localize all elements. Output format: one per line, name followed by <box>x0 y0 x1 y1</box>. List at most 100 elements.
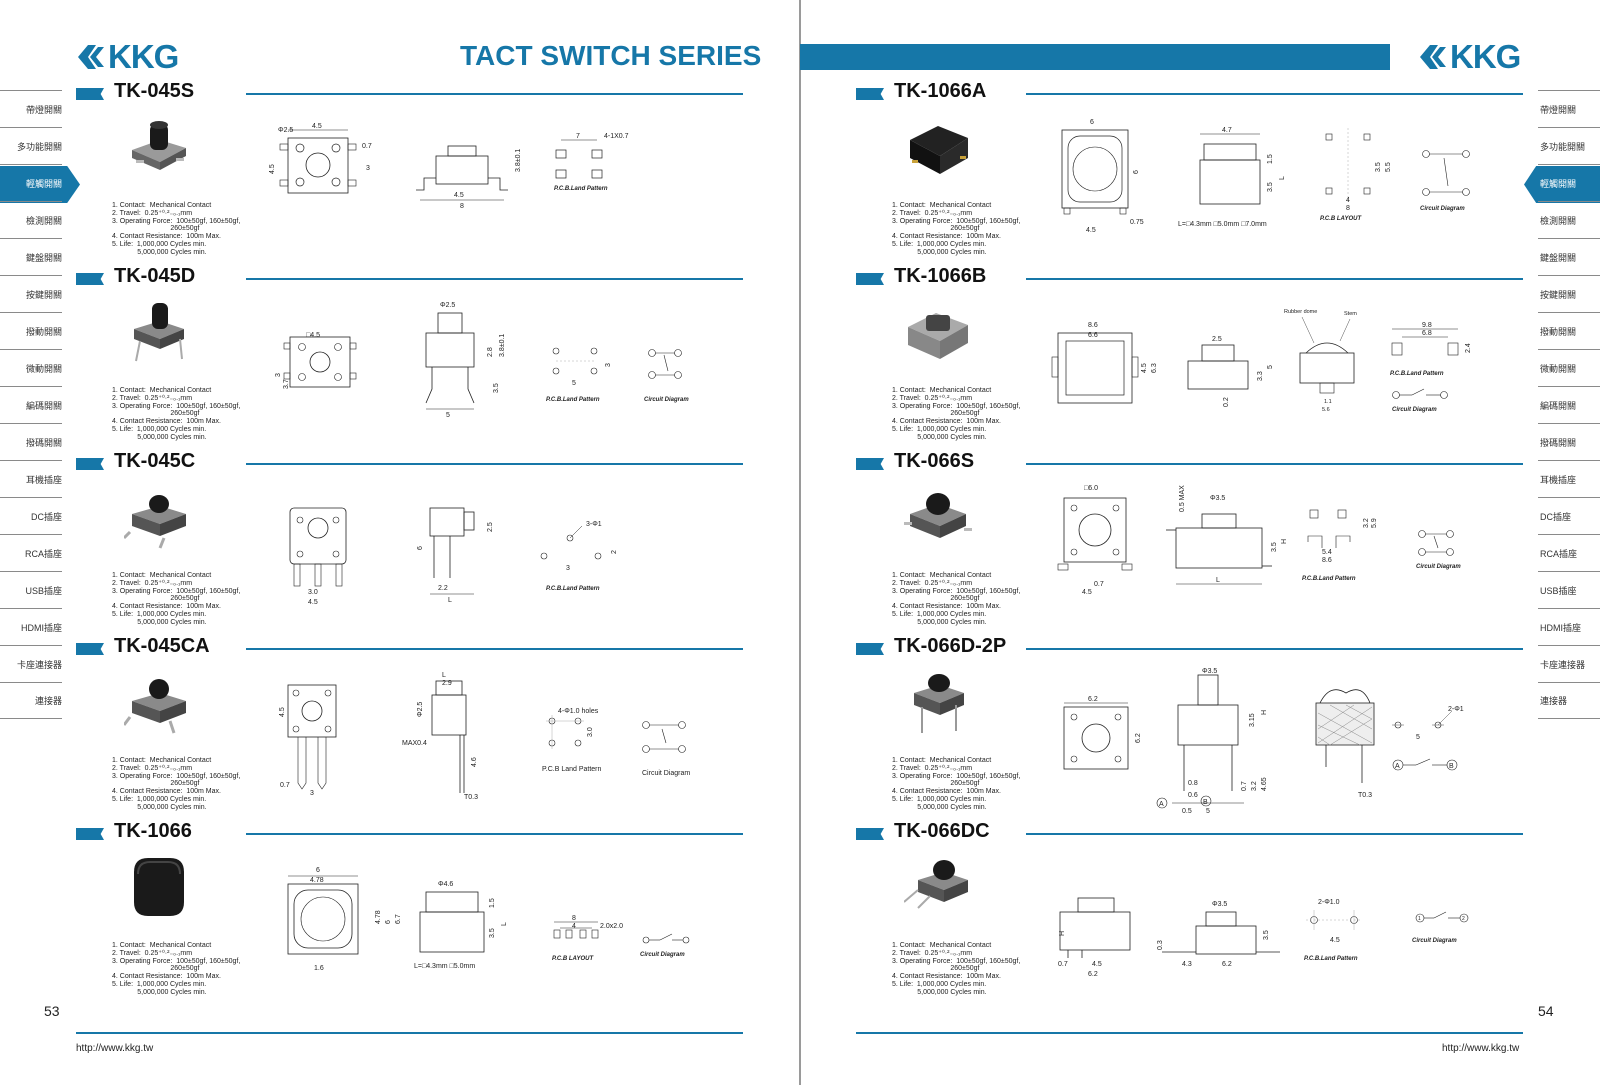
svg-text:3: 3 <box>605 363 612 367</box>
svg-text:2.5: 2.5 <box>487 522 494 532</box>
svg-text:3-Φ1: 3-Φ1 <box>586 521 602 528</box>
svg-text:0.7: 0.7 <box>280 782 290 789</box>
top-view-drawing: 4.5 0.7 3 <box>274 663 354 808</box>
nav-item[interactable]: RCA插座 <box>0 534 62 571</box>
nav-item[interactable]: 編碼開關 <box>0 386 62 423</box>
nav-item[interactable]: 多功能開關 <box>0 127 62 164</box>
nav-item[interactable]: USB插座 <box>0 571 62 608</box>
svg-text:5: 5 <box>572 380 576 387</box>
nav-item[interactable]: 多功能開關 <box>1538 127 1600 164</box>
nav-item[interactable]: 按鍵開關 <box>1538 275 1600 312</box>
section-rule <box>1026 278 1523 280</box>
footer-url[interactable]: http://www.kkg.tw <box>76 1043 154 1054</box>
svg-text:0.6: 0.6 <box>1188 792 1198 799</box>
product-photo <box>134 303 184 362</box>
side-view-drawing: 4.7 1.5 3.5 L L=□4.3mm □5.0mm □7.0mm <box>1178 108 1288 243</box>
svg-text:Φ4.6: Φ4.6 <box>438 881 453 888</box>
svg-text:3.2: 3.2 <box>1251 781 1258 791</box>
nav-item[interactable]: 檢測開關 <box>0 201 62 238</box>
svg-text:4: 4 <box>1346 197 1350 204</box>
top-view-drawing: 6 6 4.5 0.75 <box>1052 108 1152 243</box>
svg-text:H: H <box>1059 931 1066 936</box>
nav-item[interactable]: HDMI插座 <box>1538 608 1600 645</box>
svg-text:5: 5 <box>1267 365 1274 369</box>
nav-item[interactable]: 微動開關 <box>1538 349 1600 386</box>
svg-text:0.2: 0.2 <box>1223 397 1230 407</box>
nav-item[interactable]: 撥動開關 <box>1538 312 1600 349</box>
svg-text:L: L <box>1279 176 1286 180</box>
nav-item[interactable]: USB插座 <box>1538 571 1600 608</box>
nav-item[interactable]: 撥碼開關 <box>1538 423 1600 460</box>
svg-text:Φ3.5: Φ3.5 <box>1202 668 1217 675</box>
svg-text:2: 2 <box>611 550 618 554</box>
svg-text:4.3: 4.3 <box>1182 961 1192 968</box>
nav-item[interactable]: DC插座 <box>0 497 62 534</box>
svg-text:5: 5 <box>1416 734 1420 741</box>
svg-text:6: 6 <box>316 867 320 874</box>
section-rule <box>1026 93 1523 95</box>
svg-text:Φ2.5: Φ2.5 <box>417 702 424 717</box>
svg-text:4.5: 4.5 <box>1086 227 1096 234</box>
nav-item[interactable]: 耳機插座 <box>0 460 62 497</box>
svg-text:2-Φ1: 2-Φ1 <box>1448 706 1464 713</box>
svg-text:3.0: 3.0 <box>587 727 594 737</box>
model-name: TK-045S <box>114 80 195 102</box>
svg-text:6.7: 6.7 <box>395 914 402 924</box>
nav-item[interactable]: HDMI插座 <box>0 608 62 645</box>
svg-text:5: 5 <box>1206 808 1210 815</box>
product-photo <box>124 679 186 734</box>
nav-item[interactable]: RCA插座 <box>1538 534 1600 571</box>
nav-item[interactable]: 鍵盤開關 <box>1538 238 1600 275</box>
top-view-drawing: □6.0 0.7 4.5 <box>1052 478 1152 613</box>
svg-text:P.C.B LAYOUT: P.C.B LAYOUT <box>552 956 594 962</box>
nav-item[interactable]: 按鍵開關 <box>0 275 62 312</box>
nav-item[interactable]: 帶燈開關 <box>1538 90 1600 127</box>
nav-item[interactable]: 微動開關 <box>0 349 62 386</box>
nav-item[interactable]: 編碼開關 <box>1538 386 1600 423</box>
svg-text:8: 8 <box>1346 205 1350 212</box>
nav-item[interactable]: 卡座連接器 <box>0 645 62 682</box>
pcb-land-pattern: 2-Φ1.0 4.5 P.C.B.Land Pattern <box>1302 848 1402 983</box>
kkg-logo: KKG <box>76 38 179 76</box>
nav-item[interactable]: 帶燈開關 <box>0 90 62 127</box>
logo-text: KKG <box>1450 38 1521 75</box>
svg-text:9.8: 9.8 <box>1422 322 1432 329</box>
side-view-drawing: 6 2.5 2.2 L <box>410 478 500 613</box>
svg-text:4.5: 4.5 <box>312 123 322 130</box>
svg-text:3.5: 3.5 <box>493 383 500 393</box>
nav-item[interactable]: 連接器 <box>1538 682 1600 719</box>
footer-url[interactable]: http://www.kkg.tw <box>1442 1043 1520 1054</box>
svg-text:Φ3.5: Φ3.5 <box>1212 901 1227 908</box>
nav-item[interactable]: 卡座連接器 <box>1538 645 1600 682</box>
svg-text:6.2: 6.2 <box>1088 971 1098 978</box>
svg-text:3.2: 3.2 <box>1363 518 1370 528</box>
nav-item-active[interactable]: 輕觸開關 <box>0 164 62 201</box>
nav-item[interactable]: 鍵盤開關 <box>0 238 62 275</box>
nav-item[interactable]: DC插座 <box>1538 497 1600 534</box>
nav-item[interactable]: 檢測開關 <box>1538 201 1600 238</box>
svg-text:2.8: 2.8 <box>487 347 494 357</box>
svg-text:7: 7 <box>576 133 580 140</box>
model-name: TK-1066A <box>894 80 987 102</box>
side-view-drawing: Φ3.5 0.5 MAX 3.5 H L <box>1162 478 1288 613</box>
nav-item[interactable]: 撥動開關 <box>0 312 62 349</box>
nav-item[interactable]: 耳機插座 <box>1538 460 1600 497</box>
kkg-logo: KKG <box>1418 38 1521 76</box>
nav-item[interactable]: 連接器 <box>0 682 62 719</box>
section-flag <box>76 458 104 470</box>
section-rule <box>246 463 743 465</box>
svg-text:A: A <box>1159 801 1164 808</box>
nav-item-active[interactable]: 輕觸開關 <box>1538 164 1600 201</box>
svg-text:6.2: 6.2 <box>1222 961 1232 968</box>
svg-text:P.C.B LAYOUT: P.C.B LAYOUT <box>1320 216 1362 222</box>
svg-text:P.C.B.Land Pattern: P.C.B.Land Pattern <box>1304 956 1358 962</box>
svg-text:4.5: 4.5 <box>1330 937 1340 944</box>
svg-text:8.6: 8.6 <box>1322 557 1332 564</box>
svg-text:0.5: 0.5 <box>1182 808 1192 815</box>
nav-item[interactable]: 撥碼開關 <box>0 423 62 460</box>
svg-text:1: 1 <box>1418 916 1421 922</box>
svg-text:Φ2.5: Φ2.5 <box>440 302 455 309</box>
circuit-diagram: Circuit Diagram <box>642 293 712 408</box>
